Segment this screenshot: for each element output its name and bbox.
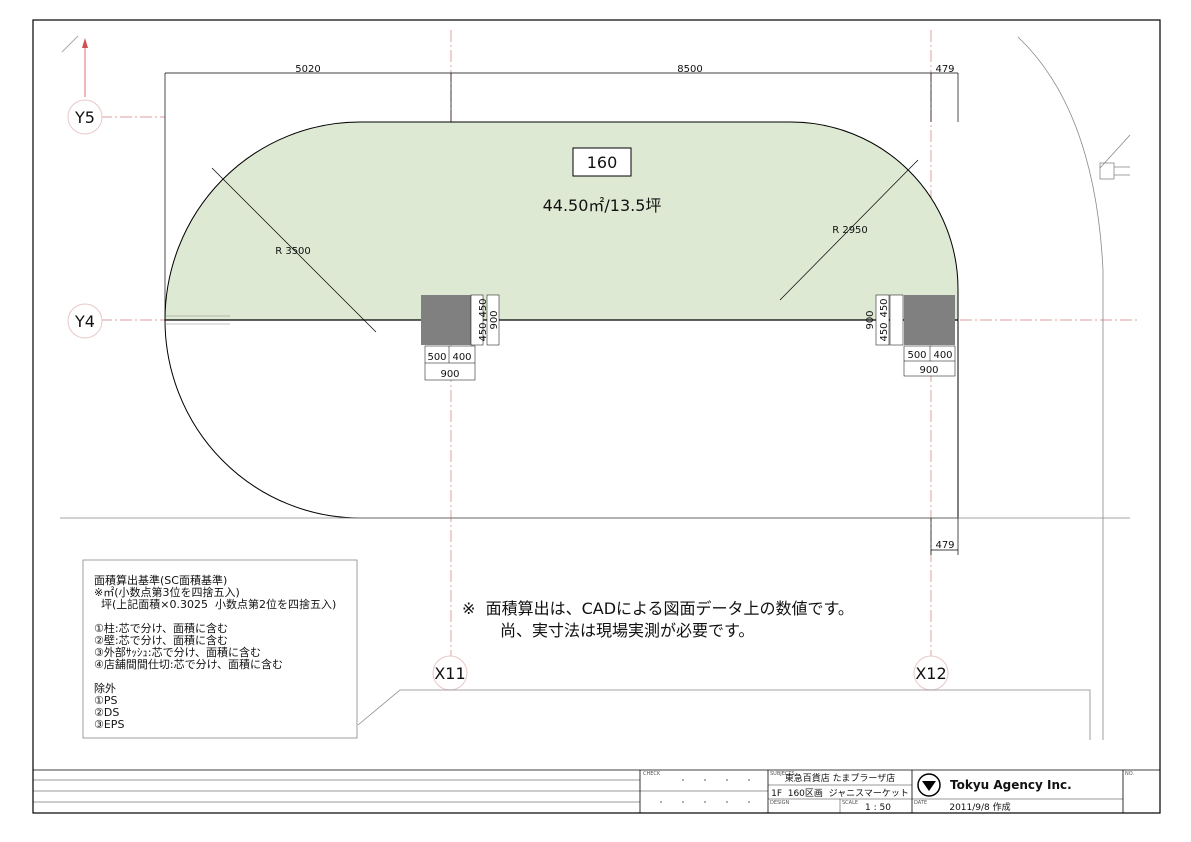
svg-text:坪(上記面積×0.3025 小数点第2位を四捨五入): 坪(上記面積×0.3025 小数点第2位を四捨五入) bbox=[94, 597, 336, 611]
dim-479-top: 479 bbox=[935, 64, 954, 75]
svg-text:①柱:芯で分け、面積に含む: ①柱:芯で分け、面積に含む bbox=[94, 621, 228, 635]
svg-text:900: 900 bbox=[489, 310, 500, 329]
grid-label-y5: Y5 bbox=[74, 108, 95, 127]
grid-label-x12: X12 bbox=[915, 664, 946, 683]
no-label: NO. bbox=[1125, 771, 1134, 777]
remark-line-1: ※ 面積算出は、CADによる図面データ上の数値です。 bbox=[462, 599, 854, 618]
svg-text:450: 450 bbox=[879, 322, 890, 341]
svg-text:②壁:芯で分け、面積に含む: ②壁:芯で分け、面積に含む bbox=[94, 633, 228, 647]
sheet-border bbox=[32, 19, 1161, 814]
svg-text:400: 400 bbox=[933, 350, 952, 361]
unit-number: 160 bbox=[587, 153, 618, 172]
area-value: 44.50㎡/13.5坪 bbox=[543, 196, 662, 215]
surrounding-structure bbox=[357, 36, 1131, 740]
svg-text:面積算出基準(SC面積基準): 面積算出基準(SC面積基準) bbox=[94, 573, 227, 587]
scale-value: 1 : 50 bbox=[865, 803, 891, 813]
date-value: 2011/9/8 作成 bbox=[949, 801, 1010, 813]
unit-number-box bbox=[572, 147, 632, 177]
radius-line-right bbox=[779, 159, 919, 301]
grid-label-x11: X11 bbox=[434, 664, 465, 683]
svg-text:500: 500 bbox=[907, 350, 926, 361]
subjects-label: SUBJECTS bbox=[770, 771, 795, 777]
svg-text:③外部ｻｯｼｭ:芯で分け、面積に含む: ③外部ｻｯｼｭ:芯で分け、面積に含む bbox=[94, 645, 261, 659]
dim-8500: 8500 bbox=[677, 64, 702, 75]
date-label: DATE bbox=[914, 800, 927, 806]
svg-text:①PS: ①PS bbox=[94, 694, 117, 707]
dim-479-bottom: 479 bbox=[935, 540, 954, 551]
dim-5020: 5020 bbox=[295, 64, 320, 75]
check-dots bbox=[660, 779, 750, 803]
svg-text:※㎡(小数点第3位を四捨五入): ※㎡(小数点第3位を四捨五入) bbox=[94, 585, 240, 599]
radius-right-label: R 2950 bbox=[832, 225, 868, 236]
svg-text:450: 450 bbox=[879, 298, 890, 317]
svg-text:900: 900 bbox=[440, 369, 459, 380]
radius-left-label: R 3500 bbox=[275, 246, 311, 257]
design-label: DESIGN bbox=[770, 800, 790, 806]
svg-text:900: 900 bbox=[919, 365, 938, 376]
subject-store: 東急百貨店 たまプラーザ店 bbox=[785, 772, 895, 784]
column-right: 500 400 900 450 450 900 bbox=[865, 294, 956, 377]
svg-text:450: 450 bbox=[478, 322, 489, 341]
company-logo-icon bbox=[917, 773, 941, 797]
company-name: Tokyu Agency Inc. bbox=[950, 778, 1072, 792]
svg-text:450: 450 bbox=[478, 298, 489, 317]
notes-text: 面積算出基準(SC面積基準) ※㎡(小数点第3位を四捨五入) 坪(上記面積×0.… bbox=[94, 573, 336, 731]
svg-text:500: 500 bbox=[427, 352, 446, 363]
grid-label-y4: Y4 bbox=[74, 312, 95, 331]
svg-text:④店舗間間仕切:芯で分け、面積に含む: ④店舗間間仕切:芯で分け、面積に含む bbox=[94, 657, 283, 671]
scale-label: SCALE bbox=[842, 800, 858, 806]
north-arrow-icon bbox=[61, 35, 88, 97]
title-block bbox=[33, 769, 1160, 813]
notes-box bbox=[82, 559, 358, 739]
remark-line-2: 尚、実寸法は現場実測が必要です。 bbox=[500, 621, 754, 640]
svg-text:除外: 除外 bbox=[94, 681, 116, 695]
column-left: 500 400 900 450 450 900 bbox=[421, 294, 500, 381]
svg-text:③EPS: ③EPS bbox=[94, 718, 124, 731]
tenant-area-fill bbox=[165, 122, 958, 320]
tenant-outline bbox=[164, 121, 959, 519]
svg-text:900: 900 bbox=[865, 310, 876, 329]
grid-bubbles bbox=[67, 99, 949, 691]
subject-unit: 1F 160区画 ジャニスマーケット bbox=[771, 788, 909, 799]
svg-text:②DS: ②DS bbox=[94, 706, 119, 719]
check-label: CHECK bbox=[643, 771, 661, 777]
radius-line-left bbox=[211, 167, 377, 333]
svg-text:400: 400 bbox=[452, 352, 471, 363]
top-dimension bbox=[164, 72, 959, 555]
